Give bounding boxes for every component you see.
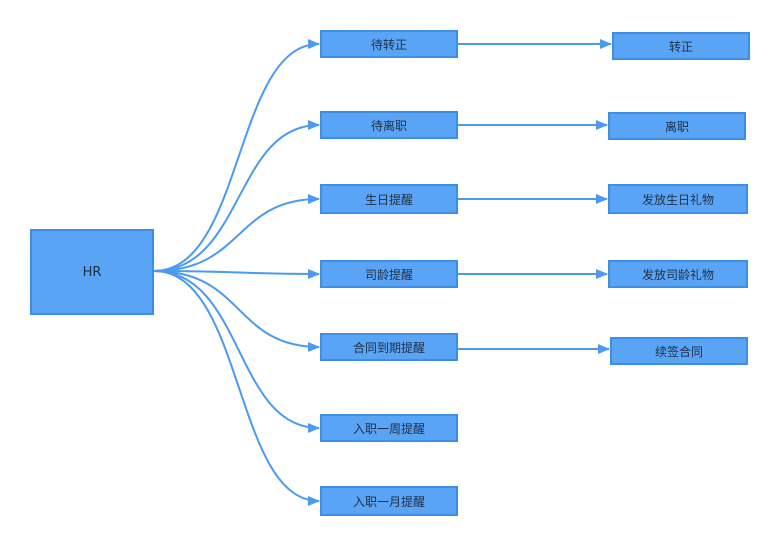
- node-label: 待离职: [370, 118, 407, 133]
- node-label: 转正: [668, 39, 693, 54]
- node-renew-contract: 续签合同: [610, 337, 748, 365]
- node-label: 合同到期提醒: [352, 340, 425, 355]
- node-label: 待转正: [370, 37, 407, 52]
- node-label: 续签合同: [654, 344, 703, 359]
- node-birthday-gift: 发放生日礼物: [608, 184, 748, 214]
- node-label: 离职: [664, 119, 689, 134]
- node-seniority-reminder: 司龄提醒: [320, 260, 458, 288]
- node-label: 入职一周提醒: [352, 421, 425, 436]
- edge-hr-to-one-month-reminder: [153, 270, 320, 506]
- node-hr: HR: [30, 229, 154, 315]
- node-pending-regularization: 待转正: [320, 30, 458, 58]
- node-one-month-reminder: 入职一月提醒: [320, 486, 458, 516]
- node-regularization: 转正: [612, 32, 750, 60]
- node-contract-expiry-reminder: 合同到期提醒: [320, 333, 458, 361]
- node-label: 入职一月提醒: [352, 494, 425, 509]
- node-label: 生日提醒: [364, 192, 413, 207]
- edge-hr-to-pending-regularization: [153, 39, 320, 272]
- node-birthday-reminder: 生日提醒: [320, 184, 458, 214]
- node-label: 司龄提醒: [364, 267, 413, 282]
- node-pending-resignation: 待离职: [320, 111, 458, 139]
- edge-hr-to-birthday-reminder: [153, 194, 320, 272]
- edge-hr-to-contract-expiry-reminder: [153, 270, 320, 352]
- node-resignation: 离职: [608, 112, 746, 140]
- node-label: 发放生日礼物: [641, 192, 714, 207]
- edge-hr-to-one-week-reminder: [153, 270, 320, 433]
- node-seniority-gift: 发放司龄礼物: [608, 260, 748, 288]
- node-label: 发放司龄礼物: [641, 267, 714, 282]
- node-one-week-reminder: 入职一周提醒: [320, 414, 458, 442]
- edge-hr-to-seniority-reminder: [153, 268, 320, 279]
- edge-hr-to-pending-resignation: [153, 120, 320, 272]
- node-hr-label: HR: [82, 264, 102, 280]
